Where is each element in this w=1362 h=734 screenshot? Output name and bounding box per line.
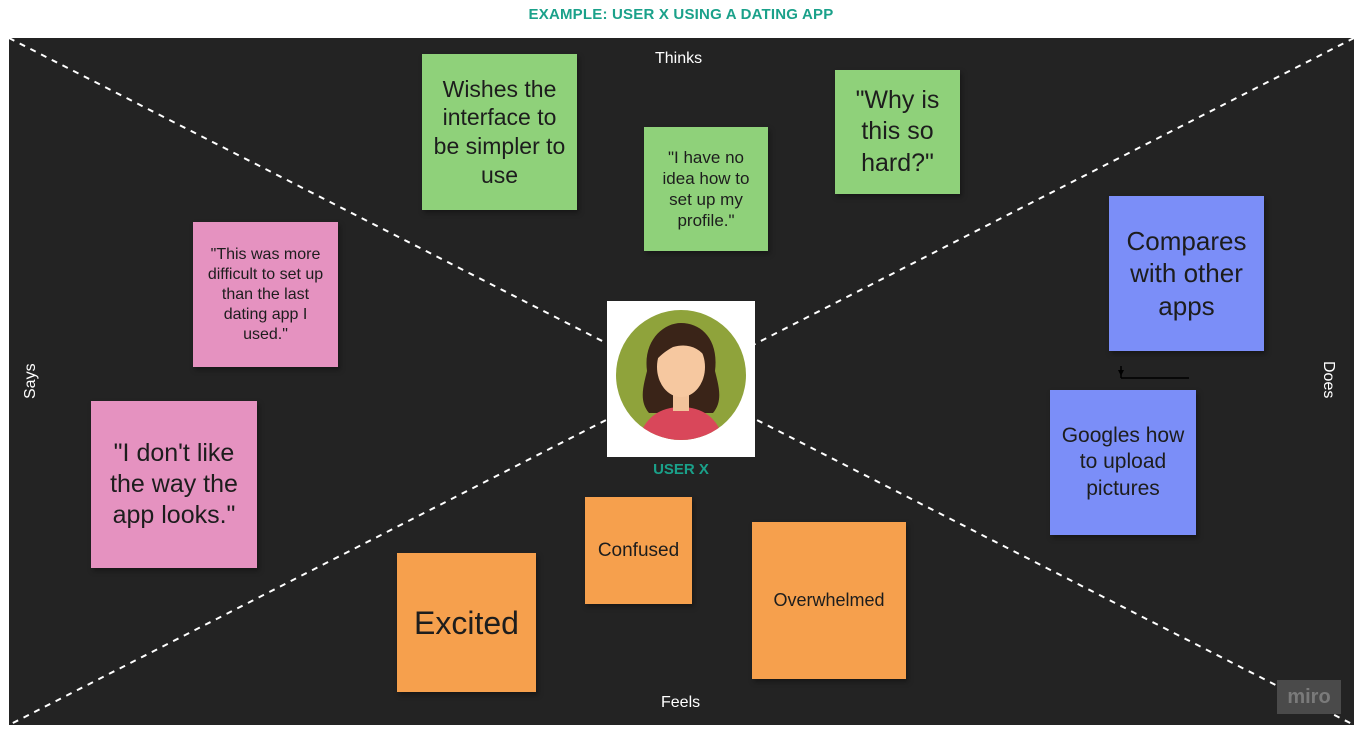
quadrant-label-does: Does [1320, 361, 1337, 399]
empathy-map-board: Thinks Feels Says Does Wishes the interf… [9, 38, 1354, 725]
female-user-avatar-icon [616, 310, 746, 440]
user-label: USER X [653, 461, 709, 478]
user-avatar-card[interactable] [607, 301, 755, 457]
miro-watermark: miro [1277, 680, 1341, 714]
sticky-note-says-1[interactable]: "This was more difficult to set up than … [193, 222, 338, 367]
sticky-note-feels-2[interactable]: Excited [397, 553, 536, 692]
sticky-note-thinks-1[interactable]: Wishes the interface to be simpler to us… [422, 54, 577, 210]
connector-arrow [1118, 366, 1189, 379]
sticky-note-does-1[interactable]: Compares with other apps [1109, 196, 1264, 351]
sticky-note-feels-1[interactable]: Confused [585, 497, 692, 604]
quadrant-label-says: Says [22, 363, 39, 399]
diagram-title: EXAMPLE: USER X USING A DATING APP [528, 6, 834, 23]
quadrant-label-feels: Feels [661, 694, 701, 711]
sticky-note-does-2[interactable]: Googles how to upload pictures [1050, 390, 1196, 535]
sticky-note-says-2[interactable]: "I don't like the way the app looks." [91, 401, 257, 568]
sticky-note-feels-3[interactable]: Overwhelmed [752, 522, 906, 679]
quadrant-label-thinks: Thinks [655, 50, 703, 67]
sticky-note-thinks-3[interactable]: "Why is this so hard?" [835, 70, 960, 194]
sticky-note-thinks-2[interactable]: "I have no idea how to set up my profile… [644, 127, 768, 251]
